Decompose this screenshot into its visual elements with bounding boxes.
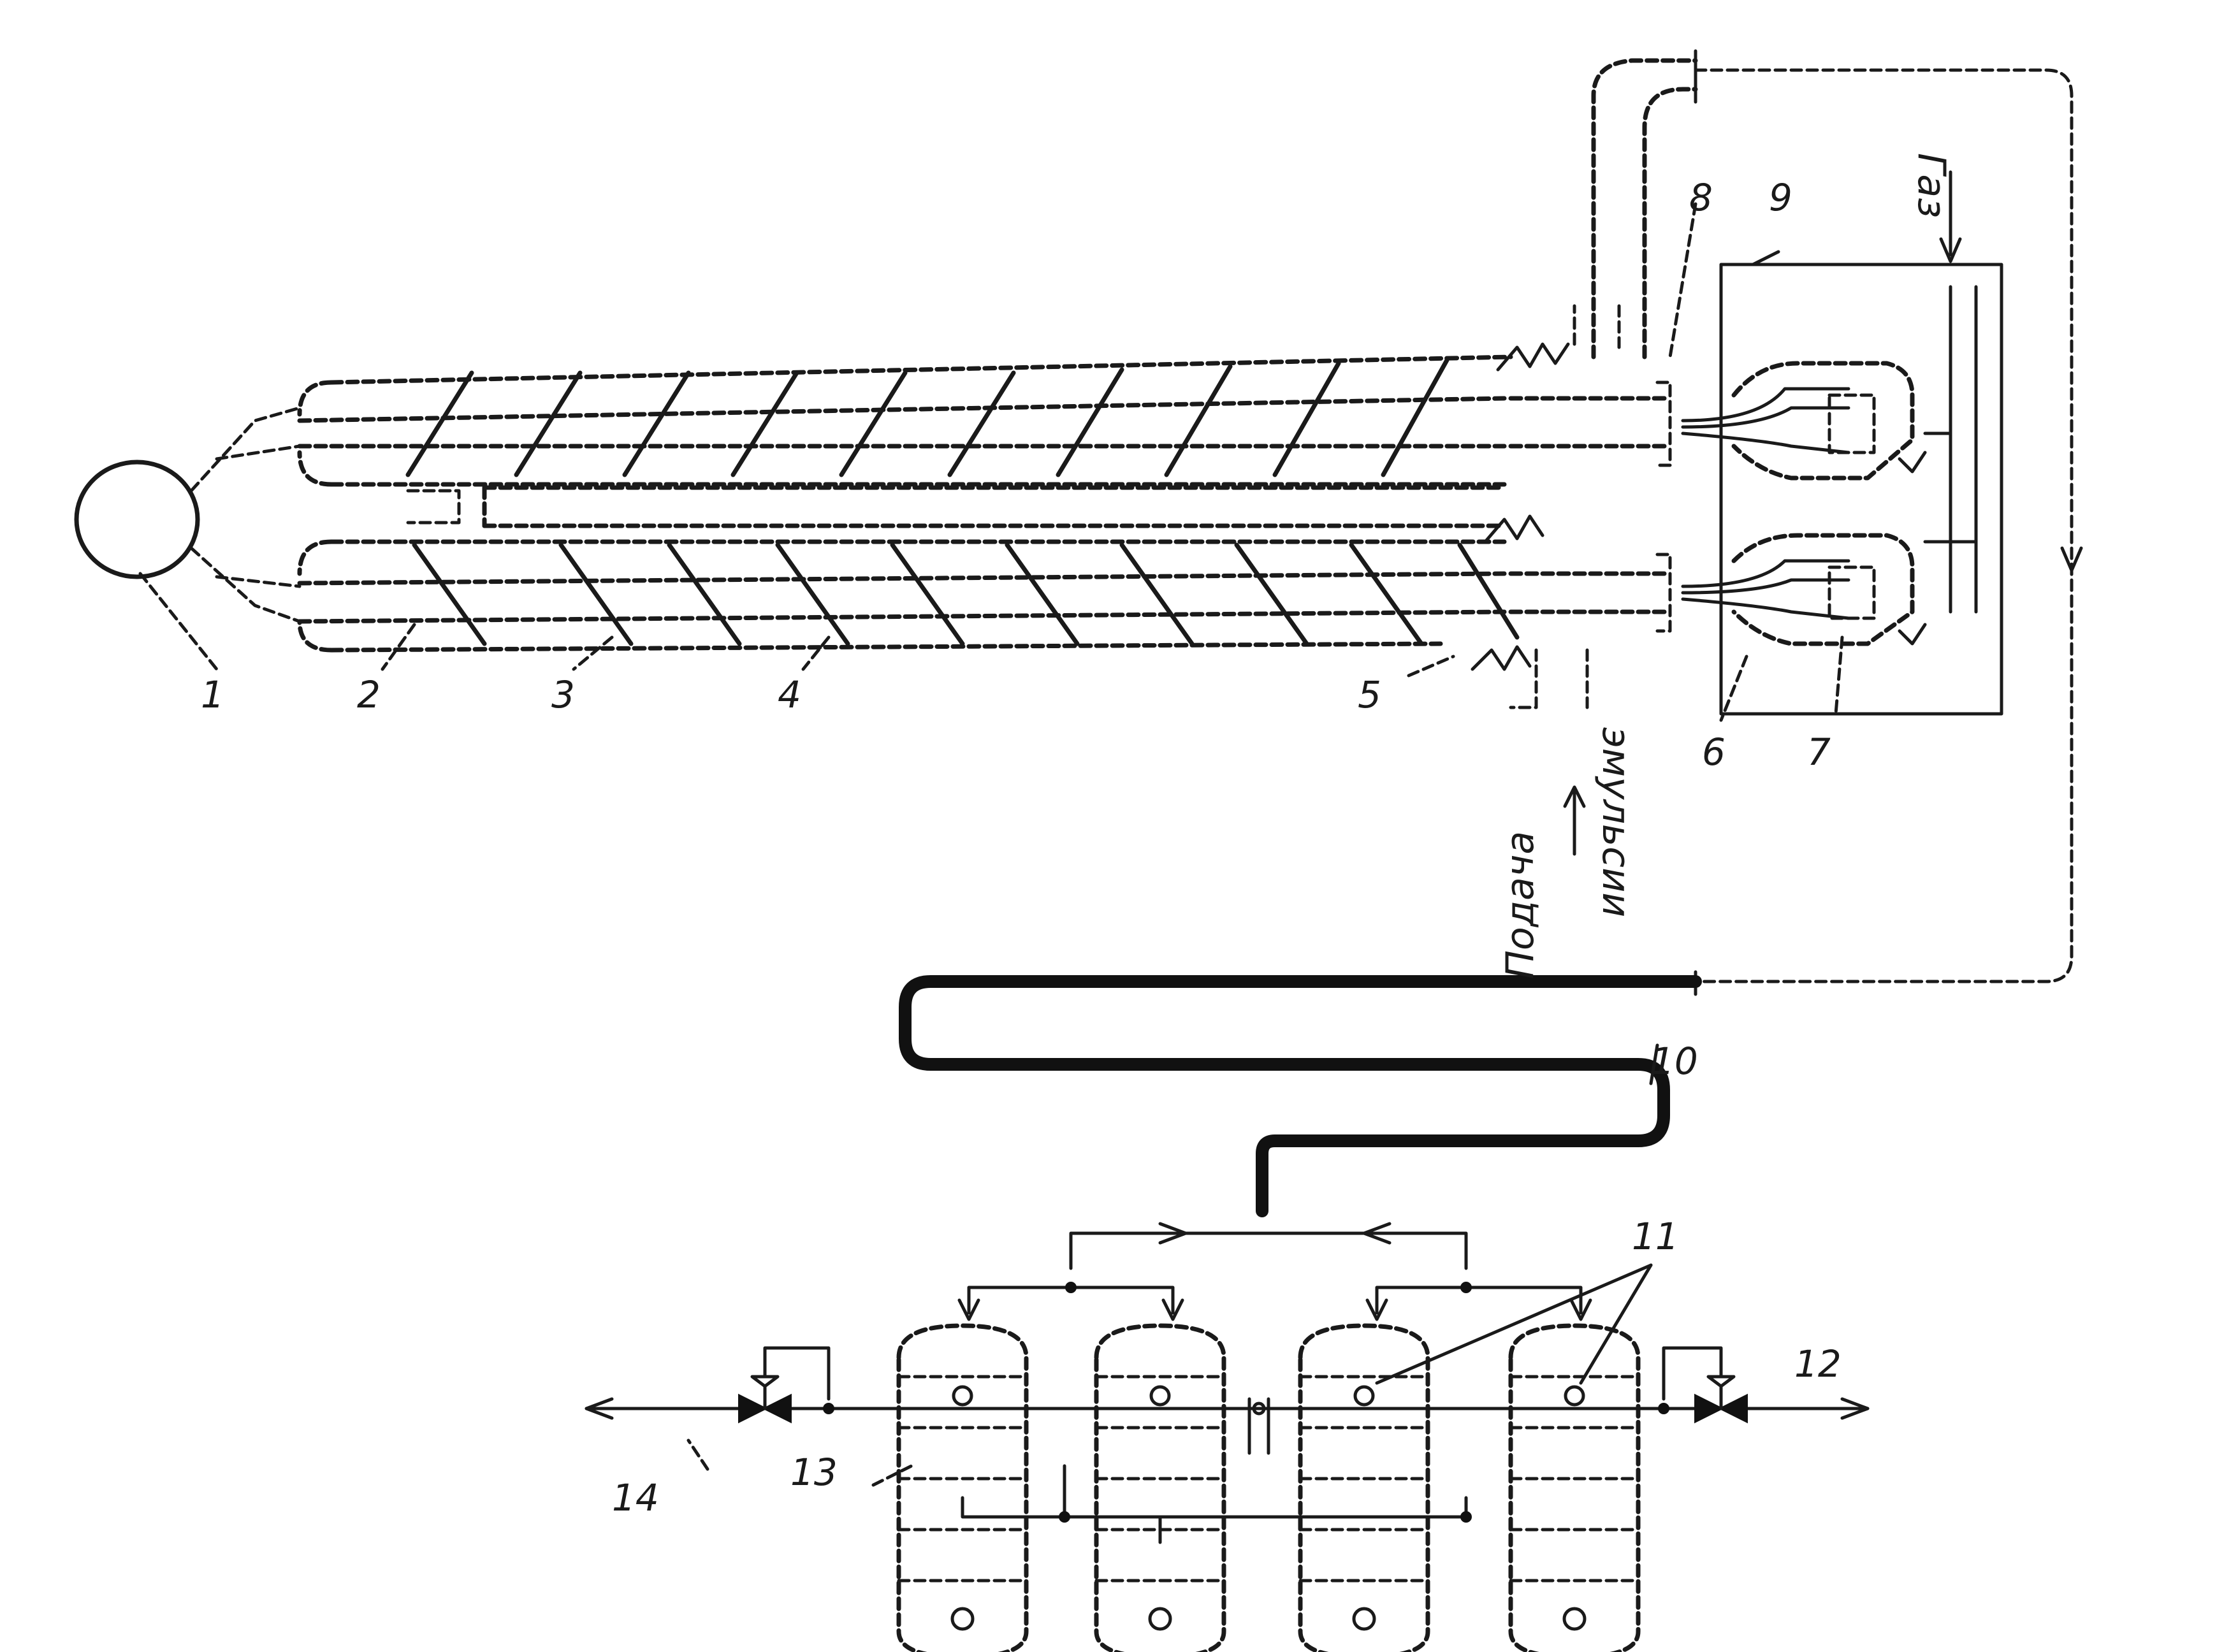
die-head-upper	[1681, 361, 1927, 481]
storage-vessel-1	[896, 1323, 1029, 1652]
label-10: 10	[1651, 1040, 1698, 1083]
compensator-upper	[1496, 342, 1570, 372]
label-7: 7	[1807, 730, 1831, 774]
motor-drive	[74, 406, 302, 623]
label-12: 12	[1794, 1342, 1842, 1386]
label-3: 3	[551, 673, 575, 716]
die-head-lower	[1681, 533, 1927, 646]
label-2: 2	[357, 673, 381, 716]
emulsion-feed-nozzles	[1509, 648, 1589, 856]
upper-reactor-tube	[297, 354, 1513, 487]
label-1: 1	[201, 673, 224, 716]
gas-label: Газ	[1909, 153, 1954, 218]
compensator-lower	[1471, 514, 1544, 671]
die-block-frame	[1719, 263, 2003, 716]
storage-vessel-2	[1094, 1323, 1226, 1652]
central-shaft	[406, 485, 1507, 528]
label-6: 6	[1702, 730, 1726, 774]
emulsion-feed-label-line1: Подача	[1498, 831, 1543, 979]
label-8: 8	[1689, 176, 1713, 219]
label-13: 13	[790, 1451, 838, 1494]
label-4: 4	[778, 673, 801, 716]
screw-flights-upper	[405, 358, 1450, 477]
transfer-pipeline	[899, 975, 1702, 1217]
discharge-header	[585, 1397, 1870, 1544]
storage-vessel-4	[1508, 1323, 1641, 1652]
gas-inlet	[1939, 170, 1962, 263]
emulsion-feed-label-line2: эмульсии	[1594, 727, 1638, 917]
label-9: 9	[1769, 176, 1792, 219]
label-14: 14	[612, 1476, 659, 1519]
valve-left	[738, 1346, 834, 1424]
label-5: 5	[1358, 673, 1381, 716]
outlet-arrows	[585, 1397, 1870, 1420]
label-leaders	[138, 202, 1844, 1487]
vapor-offtake-pipe	[1573, 49, 2083, 996]
tube-extensions	[1508, 380, 1673, 633]
label-11: 11	[1632, 1215, 1679, 1258]
lower-reactor-tube	[297, 539, 1507, 653]
storage-vessel-3	[1298, 1323, 1430, 1652]
distribution-manifold	[957, 1222, 1592, 1321]
valve-right	[1658, 1346, 1748, 1424]
callout-labels: 1 2 3 4 5 6 7 8 9 10 11 12 13 14 Газ Под…	[201, 153, 1954, 1519]
screw-flights-lower	[412, 542, 1520, 646]
